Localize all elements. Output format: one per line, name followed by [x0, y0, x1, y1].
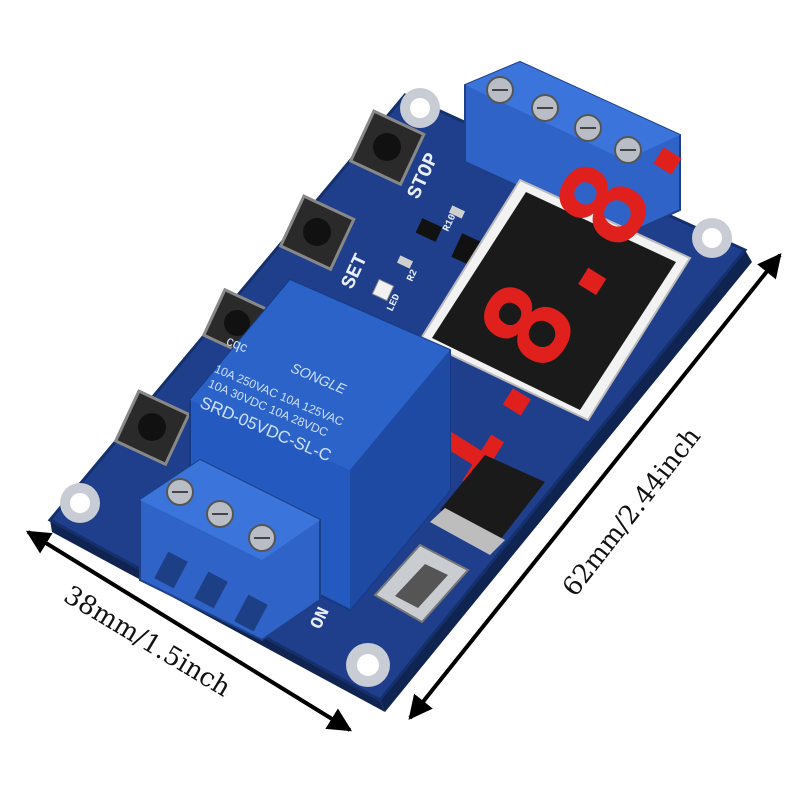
terminal-screw [574, 114, 602, 142]
push-buttons [113, 109, 426, 467]
terminal-screw [206, 500, 234, 528]
mounting-hole-top-left [400, 88, 440, 128]
mounting-hole-bottom [346, 643, 390, 687]
terminal-block-4pin [464, 60, 681, 237]
push-button-set [278, 194, 356, 272]
relay: cqc SONGLE 10A 250VAC 10A 125VAC 10A 30V… [189, 278, 451, 612]
terminal-screw [248, 524, 276, 552]
relay-cert: cqc [224, 332, 250, 355]
terminal-screw [614, 136, 642, 164]
mounting-hole-right [692, 218, 732, 258]
mounting-holes [60, 88, 732, 687]
push-button-bottom [113, 389, 191, 467]
terminal-screw [486, 76, 514, 104]
terminal-screw [531, 94, 559, 122]
push-button-stop [348, 109, 426, 187]
mounting-hole-left [60, 483, 100, 523]
terminal-screw [166, 478, 194, 506]
